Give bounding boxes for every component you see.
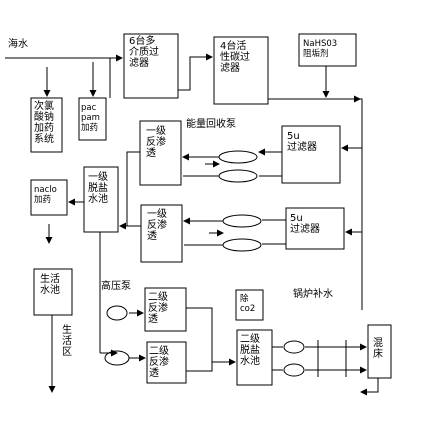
boiler-water-label: 锅炉补水: [293, 289, 333, 300]
ro1-a-label: 一级 反渗 透: [146, 126, 166, 159]
living-area-label: 生 活 区: [62, 325, 72, 358]
desalt-pool-2-label: 二级 脱盐 水池: [240, 334, 260, 367]
mixed-bed-box: [367, 324, 392, 379]
ro2-a-label: 二级 反渗 透: [148, 292, 168, 325]
seawater-label: 海水: [8, 39, 28, 50]
scale-inhibitor-label: NaHS03 阻垢剂: [303, 39, 338, 59]
hp-pump-label: 高压泵: [101, 281, 131, 292]
carbon-filter-box: [213, 36, 269, 105]
scale-inhibitor-box: [298, 33, 357, 67]
filter-5u-b-label: 5u 过滤器: [290, 213, 320, 235]
ro1-b-box: [140, 204, 183, 263]
co2-label: 除 co2: [240, 294, 256, 314]
desalt-pool-2-box: [236, 329, 273, 386]
naclo-box: [30, 179, 68, 216]
ro2-b-label: 二级 反渗 透: [149, 346, 169, 379]
desalt-pool-1-label: 一级 脱盐 水池: [88, 172, 108, 205]
filter-5u-a-box: [281, 125, 341, 184]
living-pool-label: 生活 水池: [40, 274, 60, 296]
filter-5u-a-label: 5u 过滤器: [287, 131, 317, 153]
ro2-b-box: [146, 341, 187, 384]
ro2-a-box: [144, 287, 187, 332]
pac-pam-label: pac pam 加药: [81, 103, 100, 133]
carbon-filter-label: 4台活 性碳过 滤器: [220, 41, 250, 74]
energy-recovery-label: 能量回收泵: [186, 119, 236, 130]
filter-5u-b-box: [285, 207, 345, 250]
living-pool-box: [33, 268, 73, 316]
ro1-a-box: [139, 120, 182, 186]
naclo-label: naclo 加药: [34, 185, 57, 205]
pac-pam-box: [78, 97, 107, 141]
desalt-pool-1-box: [83, 166, 119, 233]
multimedia-filter-box: [123, 33, 179, 99]
mixed-bed-label: 混 床: [373, 338, 383, 360]
co2-box: [235, 289, 264, 321]
multimedia-filter-label: 6台多 介质过 滤器: [129, 36, 159, 69]
hypochlorite-box: [30, 97, 63, 153]
hypochlorite-label: 次氯 酸钠 加药 系统: [34, 101, 54, 145]
ro1-b-label: 一级 反渗 透: [147, 209, 167, 242]
